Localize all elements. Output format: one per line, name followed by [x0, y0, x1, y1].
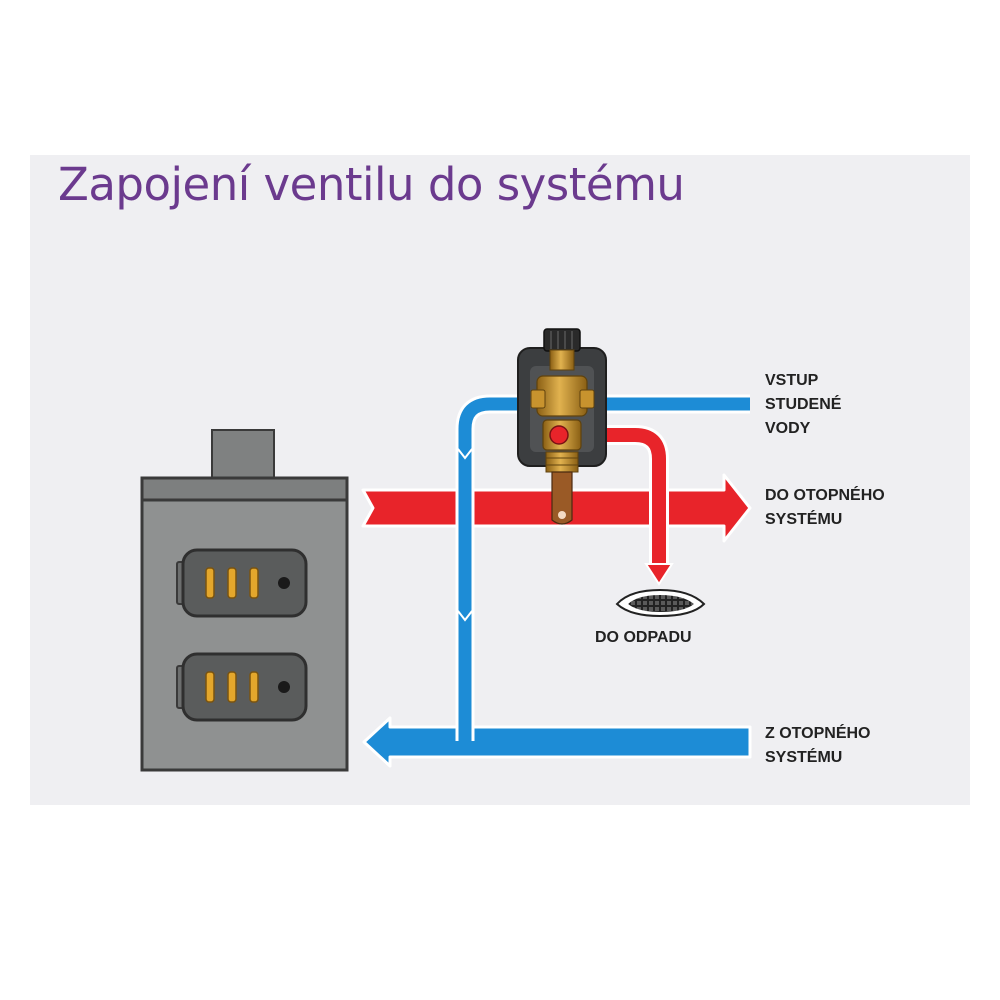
label-to-drain: DO ODPADU: [595, 629, 692, 646]
label-from-heating-system: Z OTOPNÉHO SYSTÉMU: [765, 722, 871, 770]
label-cold-water-inlet: VSTUP STUDENÉ VODY: [765, 369, 841, 441]
label-line: VSTUP: [765, 372, 819, 389]
drain-pipe: [570, 425, 674, 586]
label-line: DO OTOPNÉHO: [765, 487, 885, 504]
diagram-title: Zapojení ventilu do systému: [58, 158, 685, 211]
cold-water-pipe: [455, 394, 750, 741]
arrow-head-icon: [644, 563, 674, 586]
floor-drain-icon: [615, 588, 706, 618]
boiler-door-lower: [176, 652, 308, 722]
boiler-icon: [140, 429, 349, 772]
label-line: STUDENÉ: [765, 396, 842, 413]
label-line: SYSTÉMU: [765, 511, 843, 528]
boiler-door-upper: [176, 548, 308, 618]
label-line: VODY: [765, 420, 811, 437]
thermostatic-valve-icon: [517, 328, 607, 525]
label-to-heating-system: DO OTOPNÉHO SYSTÉMU: [765, 484, 885, 532]
flow-direction-arrow-icon: [457, 610, 473, 622]
label-line: Z OTOPNÉHO: [765, 725, 871, 742]
flow-direction-arrow-icon: [457, 448, 473, 460]
label-line: SYSTÉMU: [765, 749, 843, 766]
return-pipe-from-heating: [362, 716, 752, 768]
